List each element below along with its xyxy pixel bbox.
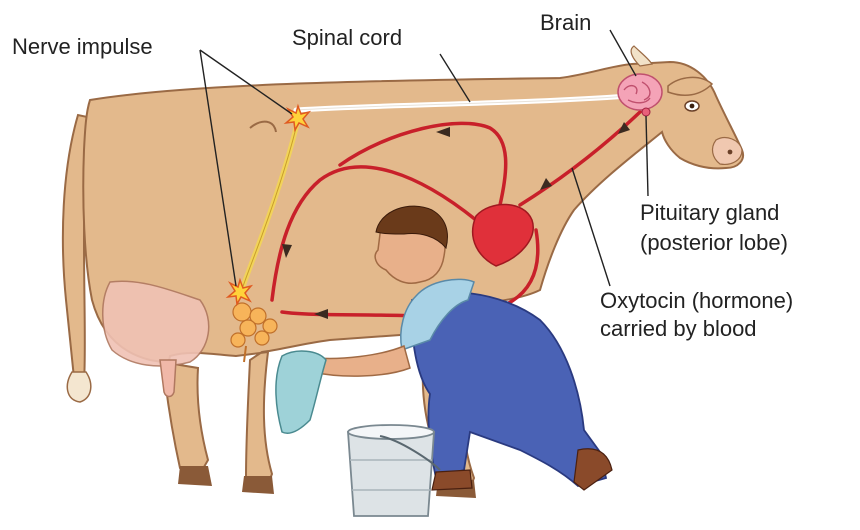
label-nerve-impulse: Nerve impulse	[12, 34, 153, 60]
brain-icon	[618, 74, 662, 110]
farmer-arm	[312, 346, 410, 376]
cow-hoof	[178, 466, 212, 486]
label-oxytocin: Oxytocin (hormone)	[600, 288, 793, 314]
pituitary-gland	[642, 108, 650, 116]
label-pituitary-lobe: (posterior lobe)	[640, 230, 788, 256]
label-oxytocin-carried: carried by blood	[600, 316, 757, 342]
label-brain: Brain	[540, 10, 591, 36]
cow-nostril	[728, 150, 733, 155]
cow-pupil	[690, 104, 695, 109]
cow-hoof	[242, 476, 274, 494]
milk-bucket	[348, 425, 440, 516]
farmer-boot	[432, 470, 472, 490]
farmer-cloth	[276, 351, 326, 433]
cow-muzzle	[713, 138, 742, 165]
label-spinal-cord: Spinal cord	[292, 25, 402, 51]
cow-tail-tuft	[67, 372, 90, 402]
label-pituitary-gland: Pituitary gland	[640, 200, 779, 226]
cow-teat	[160, 360, 176, 397]
farmer-boot	[574, 449, 612, 490]
